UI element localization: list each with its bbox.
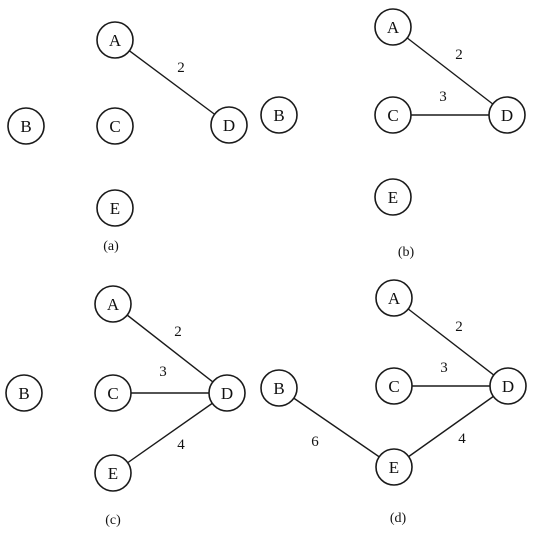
node-label: A: [107, 295, 120, 314]
panel-c: 2 3 4 A B C D E (c): [5, 285, 246, 528]
node-label: E: [389, 458, 399, 477]
panel-caption: (d): [390, 511, 407, 526]
node-label: C: [388, 377, 399, 396]
edge-a-d: [114, 39, 230, 126]
panel-d: 2 3 4 6 A B C D E (d): [260, 279, 527, 526]
edge-b-e: [278, 387, 395, 468]
edge-weight-e-d: 4: [177, 437, 185, 453]
node-a: A: [374, 8, 412, 46]
edge-weight-c-d: 3: [439, 89, 447, 105]
node-d: D: [489, 367, 527, 405]
edge-a-d: [112, 303, 228, 394]
panel-a: 2 A B C D E (a): [7, 21, 248, 254]
edge-weight-c-d: 3: [440, 360, 448, 376]
panel-d-edges: [278, 297, 509, 468]
edge-weight-c-d: 3: [159, 364, 167, 380]
panel-caption: (c): [105, 513, 121, 528]
edge-e-d: [112, 392, 228, 474]
node-label: B: [20, 117, 31, 136]
node-e: E: [374, 178, 412, 216]
node-label: E: [110, 199, 120, 218]
node-label: D: [221, 384, 233, 403]
edge-weight-a-d: 2: [455, 47, 463, 63]
panel-caption: (a): [103, 239, 119, 254]
edge-weight-a-d: 2: [177, 60, 185, 76]
node-label: A: [109, 31, 122, 50]
node-label: E: [108, 464, 118, 483]
node-c: C: [374, 96, 412, 134]
panel-b-edges: [392, 26, 508, 116]
edge-weight-b-e: 6: [311, 434, 319, 450]
node-a: A: [96, 21, 134, 59]
node-e: E: [375, 448, 413, 486]
node-b: B: [7, 107, 45, 145]
node-d: D: [208, 374, 246, 412]
node-d: D: [210, 106, 248, 144]
edge-weight-e-d: 4: [458, 431, 466, 447]
node-a: A: [94, 285, 132, 323]
node-c: C: [375, 367, 413, 405]
node-b: B: [5, 374, 43, 412]
node-label: A: [387, 18, 400, 37]
node-c: C: [94, 374, 132, 412]
node-e: E: [96, 189, 134, 227]
node-a: A: [375, 279, 413, 317]
edge-a-d: [392, 26, 508, 116]
node-label: E: [388, 188, 398, 207]
node-label: D: [501, 106, 513, 125]
edge-weight-a-d: 2: [455, 319, 463, 335]
node-label: A: [388, 289, 401, 308]
node-label: B: [273, 106, 284, 125]
node-label: C: [109, 117, 120, 136]
node-label: B: [18, 384, 29, 403]
node-label: D: [223, 116, 235, 135]
panel-caption: (b): [398, 245, 415, 260]
node-d: D: [488, 96, 526, 134]
node-label: B: [273, 379, 284, 398]
edge-a-d: [393, 297, 509, 387]
edge-e-d: [393, 385, 509, 468]
node-label: C: [107, 384, 118, 403]
node-label: D: [502, 377, 514, 396]
node-b: B: [260, 96, 298, 134]
edge-weight-a-d: 2: [174, 324, 182, 340]
node-e: E: [94, 454, 132, 492]
panel-c-edges: [112, 303, 228, 474]
node-b: B: [260, 369, 298, 407]
panel-b: 2 3 A B C D E (b): [260, 8, 526, 260]
node-c: C: [96, 107, 134, 145]
panel-a-edges: [114, 39, 230, 126]
node-label: C: [387, 106, 398, 125]
